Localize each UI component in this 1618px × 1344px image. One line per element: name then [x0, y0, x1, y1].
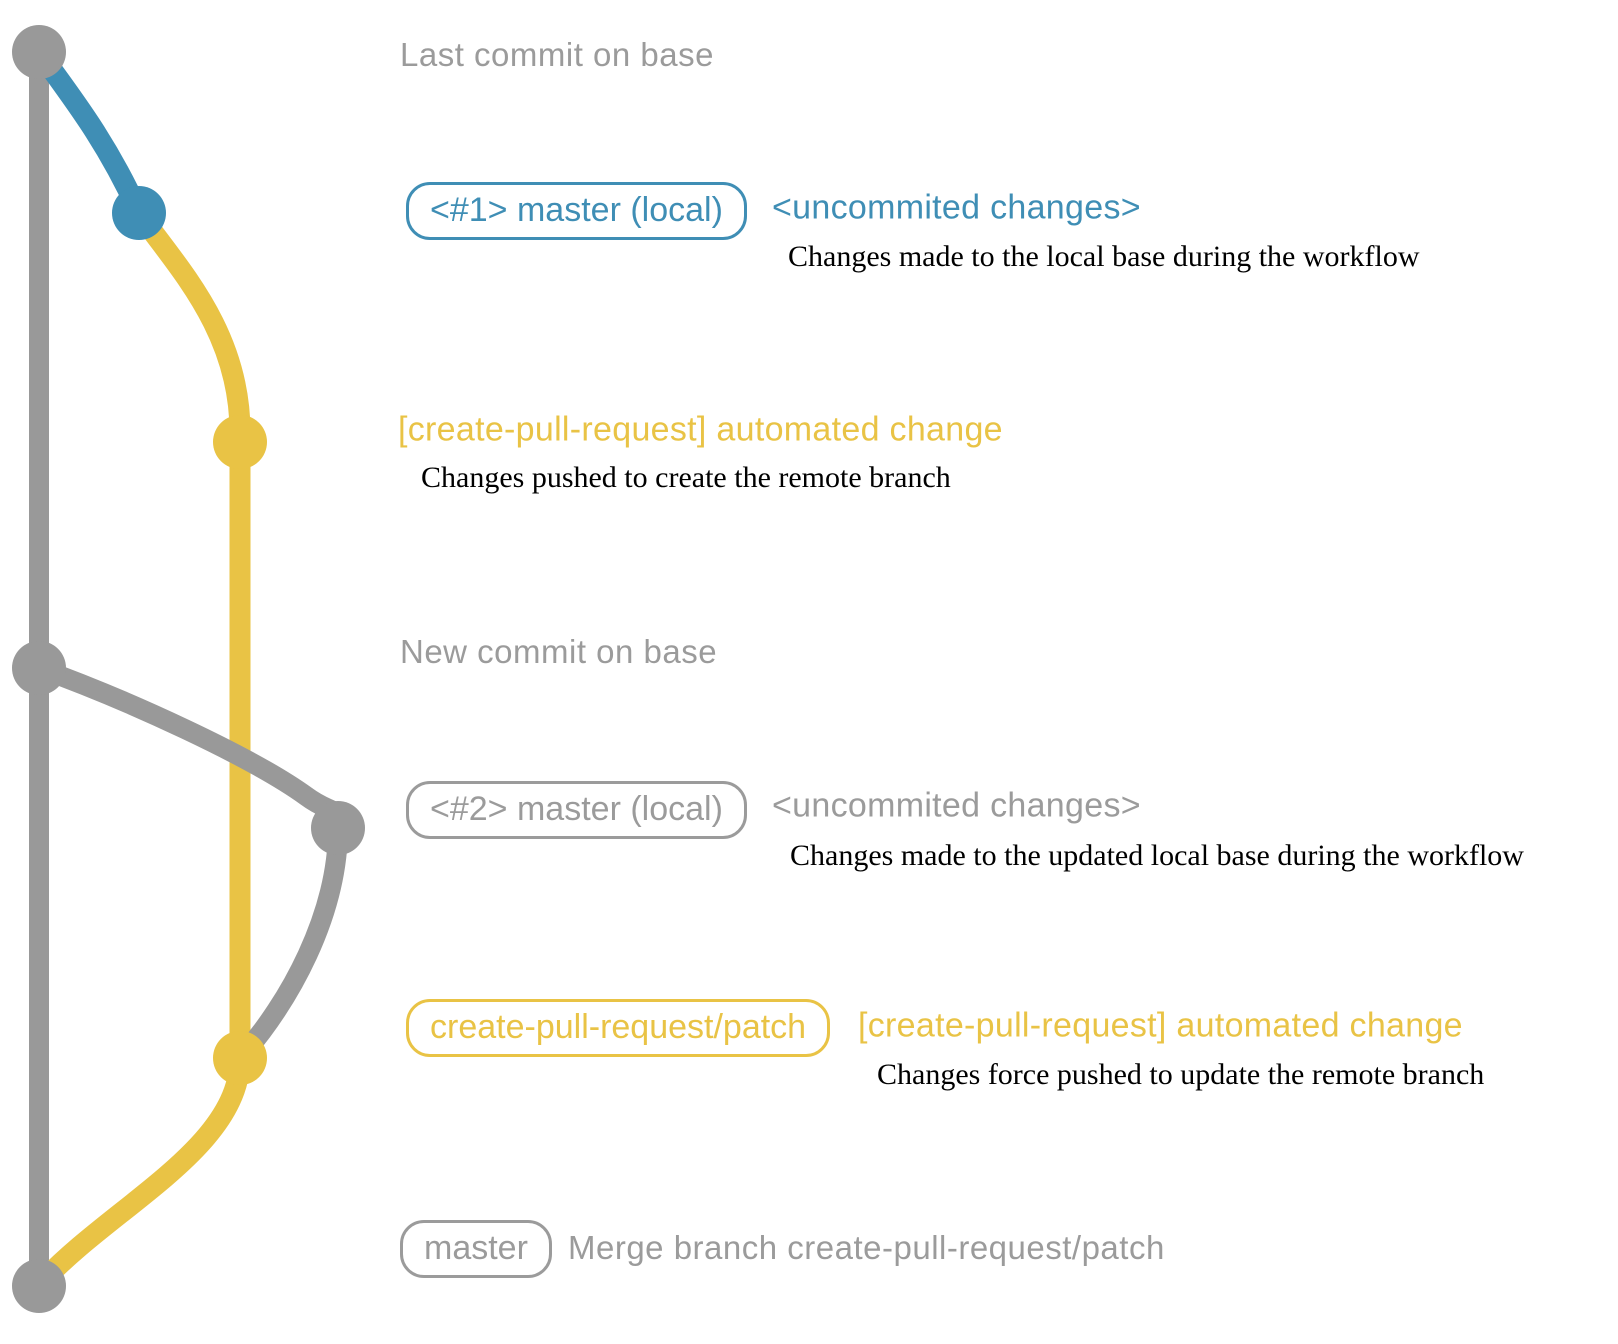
push-1-description: Changes pushed to create the remote bran… [421, 461, 951, 494]
uncommited-changes-2-label: <uncommited changes> [772, 786, 1141, 825]
create-pull-request-patch-tag: create-pull-request/patch [406, 999, 831, 1057]
commit-dot-merge [12, 1259, 66, 1313]
master-local-2-tag: <#2> master (local) [406, 781, 747, 839]
commit-dot-pr-push-1 [213, 415, 267, 469]
commit-dot-new-base [12, 641, 66, 695]
automated-change-2-label: [create-pull-request] automated change [858, 1006, 1463, 1045]
master-local-1-tag: <#1> master (local) [406, 182, 747, 240]
master-tag: master [400, 1220, 552, 1278]
commit-dot-local-1 [112, 186, 166, 240]
local-changes-curve [28, 41, 150, 224]
automated-change-1-label: [create-pull-request] automated change [398, 410, 1003, 449]
merge-branch-message: Merge branch create-pull-request/patch [568, 1229, 1165, 1266]
local-changes-2-description: Changes made to the updated local base d… [790, 839, 1524, 872]
master-local-1-tag-label: <#1> master (local) [430, 191, 723, 229]
new-commit-on-base-label: New commit on base [400, 633, 718, 670]
push-2-description: Changes force pushed to update the remot… [877, 1058, 1485, 1091]
master-local-2-tag-label: <#2> master (local) [430, 790, 723, 828]
last-commit-on-base-label: Last commit on base [400, 36, 714, 73]
master-tag-label: master [424, 1229, 528, 1267]
commit-dot-last-base [12, 25, 66, 79]
commit-dot-pr-push-2 [213, 1031, 267, 1085]
commit-graph [12, 25, 365, 1313]
updated-base-curve [29, 658, 349, 1067]
commit-dot-local-2 [311, 801, 365, 855]
create-pull-request-patch-tag-label: create-pull-request/patch [430, 1008, 807, 1046]
uncommited-changes-1-label: <uncommited changes> [772, 188, 1141, 227]
local-changes-1-description: Changes made to the local base during th… [788, 240, 1420, 273]
